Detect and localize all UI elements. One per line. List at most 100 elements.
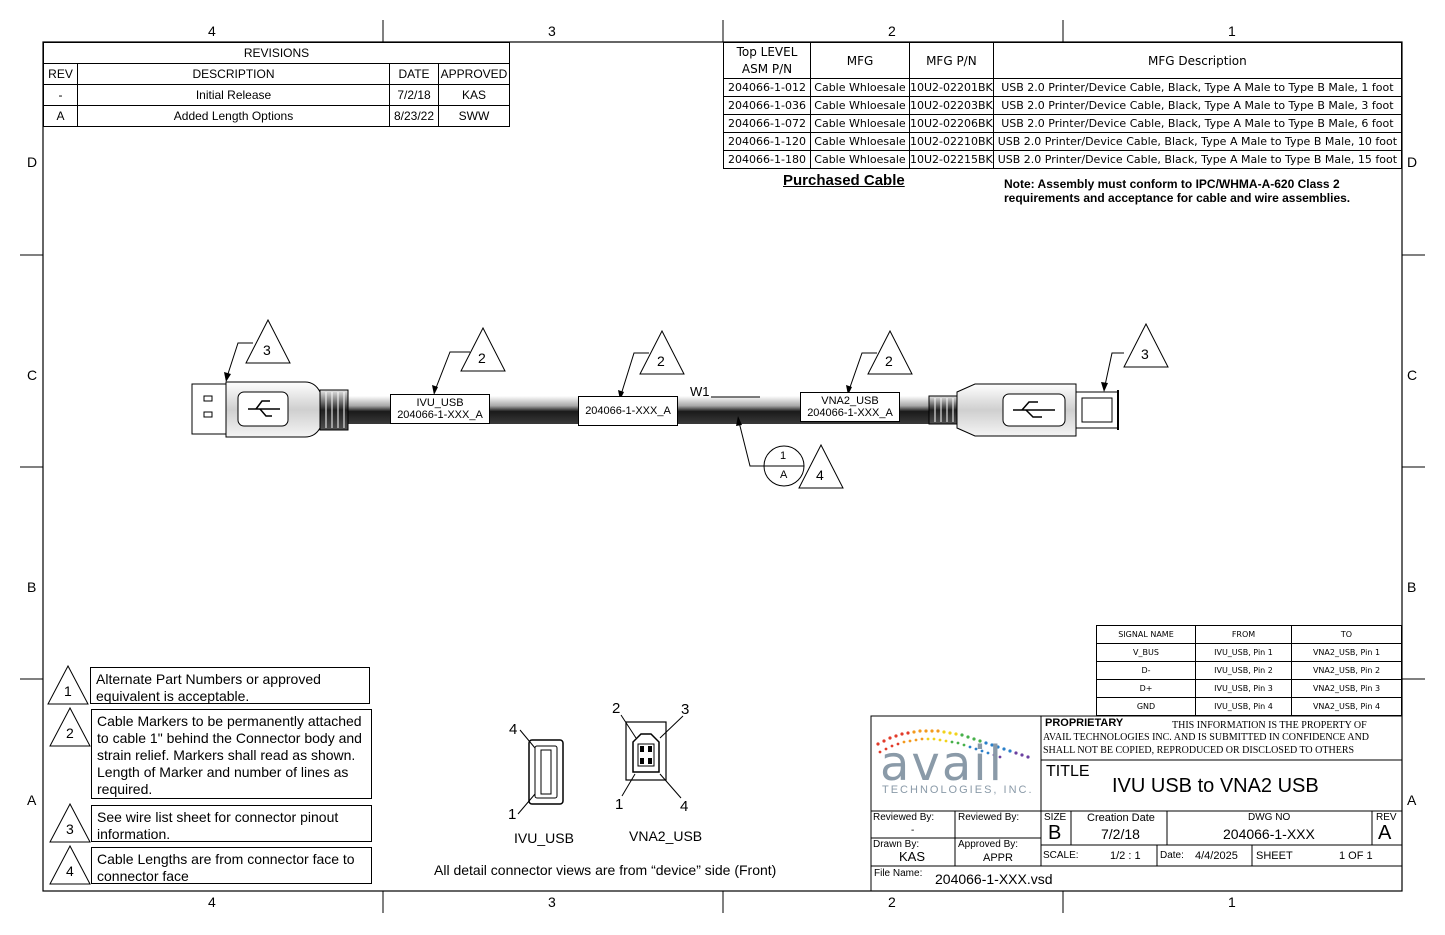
marker-line: IVU_USB [416, 397, 464, 409]
proprietary-text: SHALL NOT BE COPIED, REPRODUCED OR DISCL… [1043, 745, 1355, 756]
rev-header-rev: REV [43, 63, 78, 85]
cable-marker-ivu: IVU_USB 204066-1-XXX_A [390, 394, 490, 424]
note-box: Cable Markers to be permanently attached… [91, 709, 372, 799]
reviewed-by-label: Reviewed By: [873, 812, 935, 823]
drawn-by-label: Drawn By: [873, 839, 920, 850]
cable-marker-vna2: VNA2_USB 204066-1-XXX_A [800, 392, 900, 422]
zone-col-4-top: 4 [208, 23, 216, 39]
pin-number: 1 [615, 796, 624, 813]
sheet-label: SHEET [1256, 850, 1293, 862]
zone-row-d-left: D [27, 154, 38, 170]
date-label: Date: [1160, 850, 1184, 861]
callout-triangle [460, 326, 506, 372]
zone-col-3-top: 3 [548, 23, 556, 39]
ivu-usb-label: IVU_USB [514, 830, 574, 846]
callout-triangle [867, 329, 913, 375]
date-value: 4/4/2025 [1195, 850, 1238, 862]
pin-number: 1 [508, 806, 517, 823]
proprietary-text: THIS INFORMATION IS THE PROPERTY OF [1172, 720, 1367, 731]
file-name-value: 204066-1-XXX.vsd [935, 871, 1053, 887]
avail-logo: avail [880, 736, 1004, 792]
pin-number: 4 [509, 721, 518, 738]
approved-by-label: Approved By: [958, 839, 1019, 850]
purchased-cable-table: Top LEVEL ASM P/N MFG MFG P/N MFG Descri… [723, 42, 1403, 169]
dwg-no-value: 204066-1-XXX [1223, 826, 1315, 842]
zone-row-a-left: A [27, 792, 37, 808]
note-triangle [49, 706, 91, 747]
wire-list-table: SIGNAL NAME FROM TO V_BUS IVU_USB, Pin 1… [1096, 625, 1402, 716]
scale-value: 1/2 : 1 [1110, 850, 1141, 862]
zone-row-a-right: A [1407, 792, 1417, 808]
zone-row-c-left: C [27, 367, 38, 383]
size-label: SIZE [1044, 812, 1067, 823]
mfg-header-pn: MFG P/N [909, 42, 994, 79]
sheet-value: 1 OF 1 [1339, 850, 1373, 862]
file-name-label: File Name: [874, 868, 923, 879]
table-row: 204066-1-120 Cable Whloesale 10U2-02210B… [723, 132, 1403, 151]
rev-cell: SWW [438, 105, 510, 127]
drawing-title: IVU USB to VNA2 USB [1112, 775, 1319, 797]
zone-col-1-bottom: 1 [1228, 894, 1236, 910]
note-number: 2 [66, 725, 74, 741]
callout-number: 4 [816, 467, 824, 483]
creation-date-value: 7/2/18 [1101, 826, 1140, 842]
table-row: - Initial Release 7/2/18 KAS [43, 84, 510, 106]
reviewed-by-value: - [911, 825, 915, 836]
table-row: GND IVU_USB, Pin 4 VNA2_USB, Pin 4 [1096, 697, 1402, 716]
zone-col-2-bottom: 2 [888, 894, 896, 910]
note-box: See wire list sheet for connector pinout… [91, 805, 372, 842]
note-number: 3 [66, 821, 74, 837]
callout-number: 3 [1141, 346, 1149, 362]
mfg-cell: 204066-1-036 [723, 96, 811, 115]
rev-cell: 8/23/22 [389, 105, 439, 127]
note-triangle [47, 664, 89, 705]
marker-line: 204066-1-XXX_A [807, 407, 893, 419]
note-box: Alternate Part Numbers or approved equiv… [90, 667, 370, 704]
wire-label: W1 [690, 384, 710, 399]
mfg-header-row: Top LEVEL ASM P/N MFG MFG P/N MFG Descri… [723, 42, 1403, 79]
note-number: 1 [64, 683, 72, 699]
callout-number: 2 [478, 350, 486, 366]
cable-marker-mid: 204066-1-XXX_A [578, 396, 678, 426]
mfg-cell: USB 2.0 Printer/Device Cable, Black, Typ… [992, 96, 1403, 115]
revisions-title: REVISIONS [43, 42, 510, 64]
item-balloon [763, 445, 805, 487]
table-row: A Added Length Options 8/23/22 SWW [43, 105, 510, 127]
wire-cell: VNA2_USB, Pin 4 [1291, 697, 1402, 716]
table-row: V_BUS IVU_USB, Pin 1 VNA2_USB, Pin 1 [1096, 643, 1402, 662]
zone-col-2-top: 2 [888, 23, 896, 39]
mfg-header-mfg: MFG [810, 42, 910, 79]
purchased-cable-caption: Purchased Cable [783, 172, 905, 189]
assembly-note: Note: Assembly must conform to IPC/WHMA-… [1004, 177, 1351, 205]
dwg-no-label: DWG NO [1248, 812, 1291, 823]
size-value: B [1048, 822, 1062, 844]
pin-number: 3 [681, 701, 690, 718]
zone-row-c-right: C [1407, 367, 1418, 383]
mfg-cell: 10U2-02215BK [909, 150, 994, 169]
note-triangle [49, 802, 91, 843]
mfg-cell: Cable Whloesale [810, 78, 910, 97]
avail-logo-subtitle: TECHNOLOGIES, INC. [882, 784, 1034, 796]
note-number: 4 [66, 863, 74, 879]
zone-row-d-right: D [1407, 154, 1418, 170]
mfg-cell: 10U2-02203BK [909, 96, 994, 115]
table-row: 204066-1-036 Cable Whloesale 10U2-02203B… [723, 96, 1403, 115]
mfg-header-description: MFG Description [992, 42, 1403, 79]
logo-swoosh [876, 729, 1030, 759]
callout-triangle [245, 318, 291, 364]
callout-number: 2 [657, 353, 665, 369]
reviewed-by-2-label: Reviewed By: [958, 812, 1020, 823]
vna2-usb-label: VNA2_USB [629, 828, 703, 844]
pin-number: 2 [612, 700, 621, 717]
scale-label: SCALE: [1043, 850, 1079, 861]
marker-line: VNA2_USB [821, 395, 879, 407]
usb-b-face [620, 714, 684, 799]
item-balloon-bottom: A [780, 469, 788, 481]
proprietary-label: PROPRIETARY [1045, 717, 1124, 729]
note-triangle [49, 844, 91, 885]
zone-row-b-right: B [1407, 579, 1417, 595]
marker-line: 204066-1-XXX_A [585, 405, 671, 417]
note-box: Cable Lengths are from connector face to… [91, 847, 372, 884]
